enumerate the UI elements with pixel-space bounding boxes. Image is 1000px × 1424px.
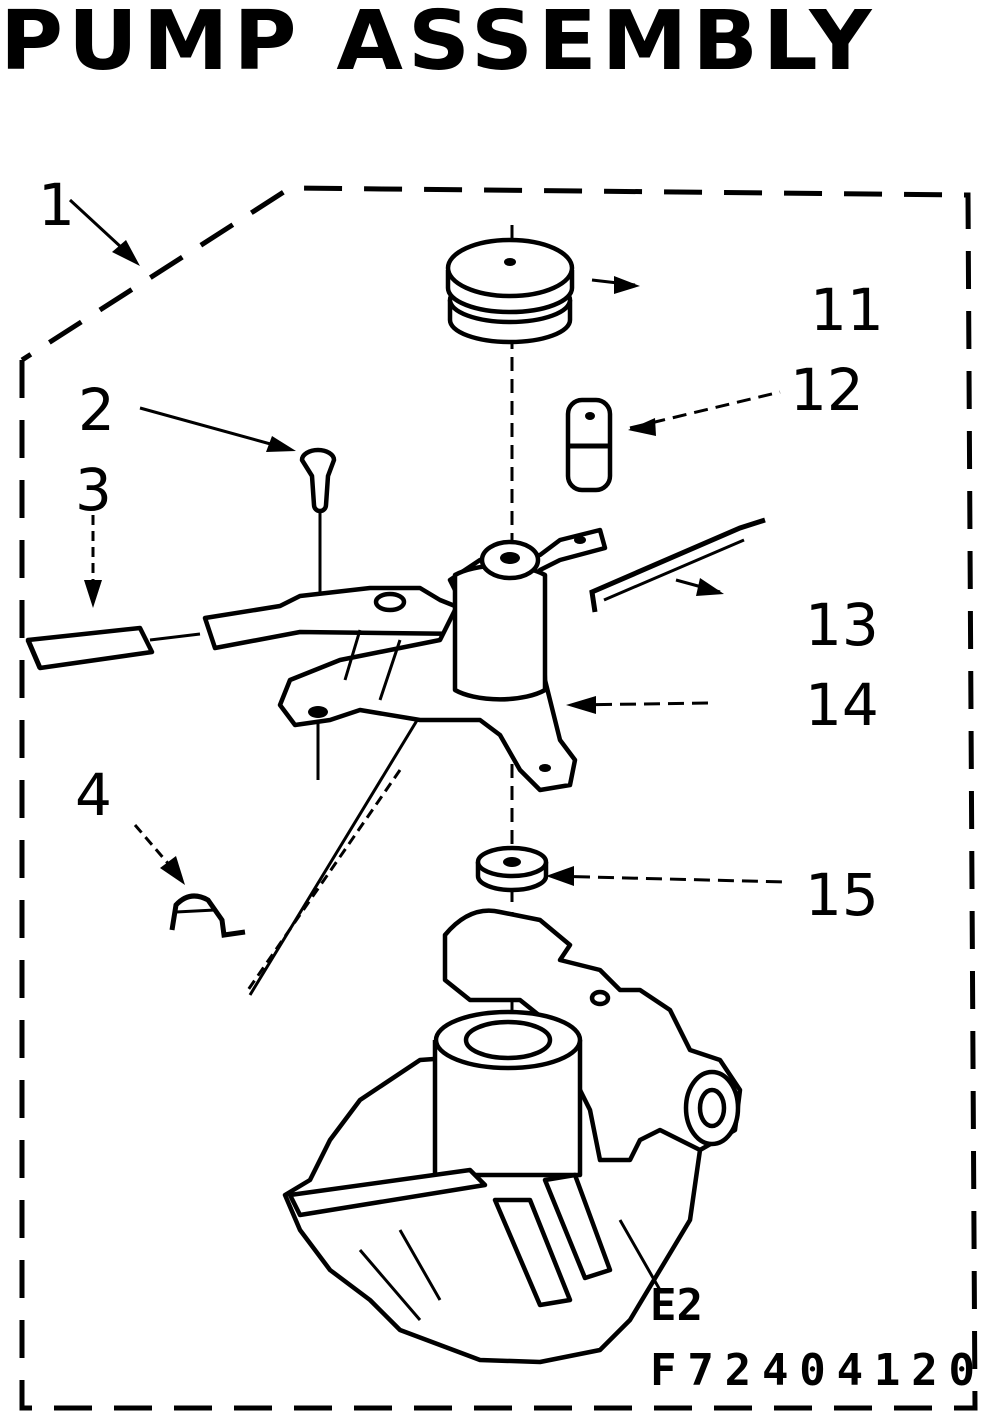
callout-12: 12 [790, 356, 864, 424]
leader-lines [68, 198, 786, 996]
rivet-part-2 [299, 447, 337, 514]
callout-1: 1 [38, 171, 75, 239]
clip-part-12 [565, 397, 613, 493]
spring-part-13 [589, 517, 766, 613]
callout-3: 3 [75, 456, 112, 524]
callout-11: 11 [810, 276, 884, 344]
callout-13: 13 [805, 591, 879, 659]
clip-part-4 [169, 893, 246, 938]
washer-part-15 [475, 845, 549, 893]
pad-part-3 [25, 625, 155, 671]
bracket-part-14 [202, 527, 608, 793]
figure-code: F72404120 [650, 1345, 975, 1396]
callout-2: 2 [78, 376, 115, 444]
pulley-part-11 [445, 237, 575, 345]
callout-4: 4 [75, 761, 112, 829]
section-code: E2 [650, 1280, 703, 1331]
assembly-boundary [19, 185, 978, 1411]
diagram-title: PUMP ASSEMBLY [0, 0, 877, 89]
callout-14: 14 [805, 671, 879, 739]
pump-body [282, 908, 743, 1365]
callout-15: 15 [805, 861, 879, 929]
